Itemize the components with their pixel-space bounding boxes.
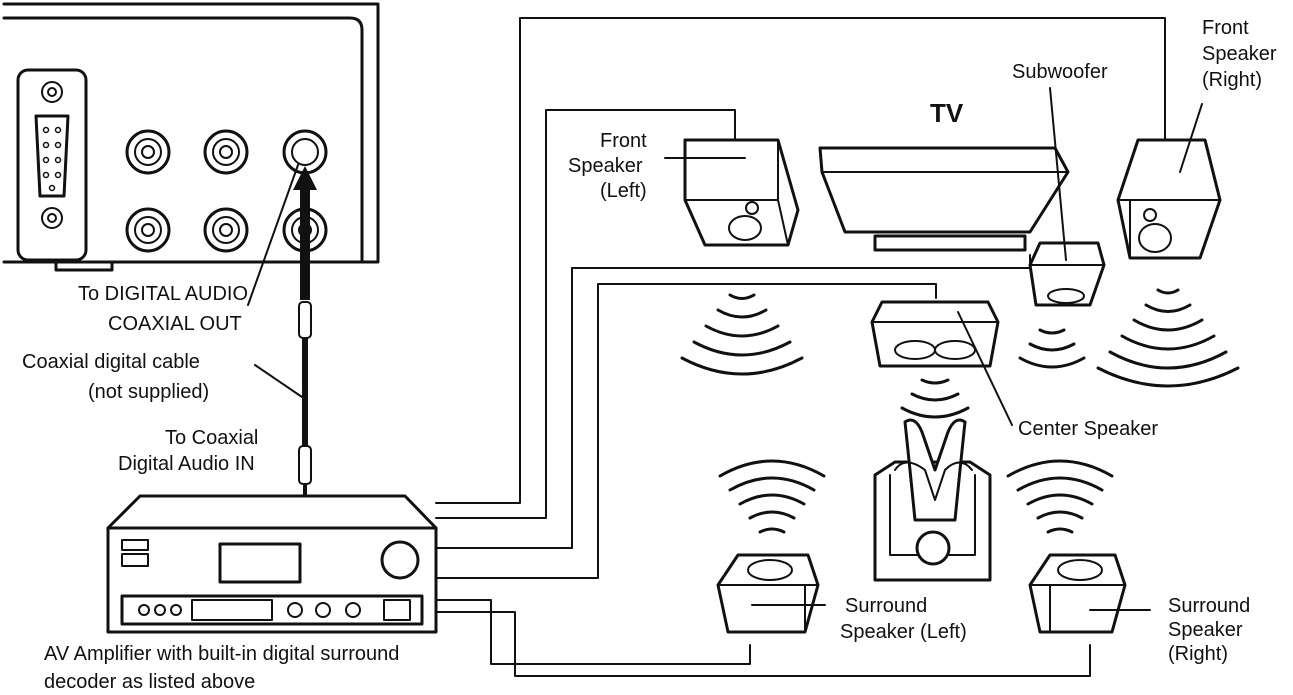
sound-wave-icon [718, 459, 826, 534]
speaker-wires [435, 17, 1166, 677]
surround-right-label-3: (Right) [1168, 643, 1228, 665]
leader-line-cable [254, 364, 303, 398]
tv-label: TV [930, 98, 964, 128]
digital-out-label-1: To DIGITAL AUDIO [78, 283, 248, 305]
center-speaker [870, 300, 1000, 368]
surround-speaker-right [1028, 553, 1127, 634]
digital-in-label-1: To Coaxial [165, 427, 258, 449]
rca-jack-icon [125, 207, 171, 253]
surround-left-label-1: Surround [845, 595, 927, 617]
digital-in-label-2: Digital Audio IN [118, 453, 255, 475]
front-speaker-right [1116, 138, 1222, 260]
surround-left-label-2: Speaker (Left) [840, 621, 967, 643]
rca-jack-icon [203, 129, 249, 175]
arrow-up-icon [293, 166, 317, 300]
surround-right-label-1: Surround [1168, 595, 1250, 617]
rca-jack-icon [125, 129, 171, 175]
front-right-label-2: Speaker [1202, 43, 1277, 65]
tv [818, 146, 1070, 252]
front-left-label-3: (Left) [600, 180, 647, 202]
leader-line-digital-out [247, 164, 299, 306]
coaxial-cable [293, 166, 317, 496]
front-right-label-1: Front [1202, 17, 1249, 39]
sound-wave-icon [900, 378, 970, 419]
sound-wave-icon [1096, 288, 1240, 388]
sound-wave-icon [1006, 459, 1114, 534]
listener-icon [873, 418, 992, 582]
cable-label-2: (not supplied) [88, 381, 209, 403]
subwoofer [1028, 241, 1106, 307]
center-speaker-label: Center Speaker [1018, 418, 1158, 440]
av-amplifier [106, 494, 438, 634]
front-left-label-1: Front [600, 130, 647, 152]
surround-right-label-2: Speaker [1168, 619, 1243, 641]
sound-wave-icon [680, 293, 804, 376]
digital-out-label-2: COAXIAL OUT [108, 313, 242, 335]
vga-port-icon [16, 68, 88, 262]
front-left-label-2: Speaker [568, 155, 643, 177]
cable-label-1: Coaxial digital cable [22, 351, 200, 373]
sound-wave-icon [1018, 328, 1086, 369]
front-right-label-3: (Right) [1202, 69, 1262, 91]
player-back-panel [2, 2, 380, 272]
subwoofer-label: Subwoofer [1012, 61, 1108, 83]
surround-speaker-left [716, 553, 820, 634]
front-speaker-left [683, 138, 800, 247]
amplifier-label-1: AV Amplifier with built-in digital surro… [44, 643, 399, 665]
amplifier-label-2: decoder as listed above [44, 671, 255, 693]
rca-jack-icon [203, 207, 249, 253]
leader-lines [664, 87, 1203, 611]
